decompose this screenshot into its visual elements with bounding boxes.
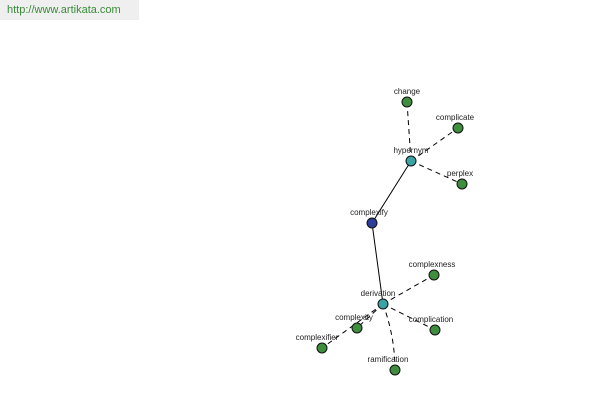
node-complexity-dot[interactable] xyxy=(351,322,363,334)
node-change-dot[interactable] xyxy=(401,96,413,108)
node-derivation-dot[interactable] xyxy=(377,298,389,310)
node-perplex[interactable]: perplex xyxy=(447,169,473,190)
node-complication[interactable]: complication xyxy=(409,315,453,336)
node-complicate-label[interactable]: complicate xyxy=(436,113,475,122)
node-complexify_root-label[interactable]: complexify xyxy=(350,208,388,217)
node-complexness-label[interactable]: complexness xyxy=(409,260,456,269)
edge-complexify_root-hypernym xyxy=(371,160,412,224)
node-change-label[interactable]: change xyxy=(394,87,421,96)
site-url-link[interactable]: http://www.artikata.com xyxy=(0,0,139,20)
edges-layer xyxy=(321,101,463,371)
node-complexify_root-dot[interactable] xyxy=(366,217,378,229)
node-hypernym-label[interactable]: hypernym xyxy=(393,146,428,155)
node-complexify_root[interactable]: complexify xyxy=(350,208,388,229)
node-derivation[interactable]: derivation xyxy=(361,289,396,310)
node-hypernym-dot[interactable] xyxy=(405,155,417,167)
node-complicate-dot[interactable] xyxy=(452,122,464,134)
nodes-layer: complexify hypernym derivation change compli… xyxy=(296,87,475,376)
node-complexifier-dot[interactable] xyxy=(316,342,328,354)
edge-hypernym-complicate xyxy=(410,127,459,162)
node-complexity[interactable]: complexity xyxy=(335,313,373,334)
node-ramification-label[interactable]: ramification xyxy=(368,355,409,364)
edge-derivation-complexity xyxy=(356,303,384,329)
node-change[interactable]: change xyxy=(394,87,421,108)
node-ramification[interactable]: ramification xyxy=(368,355,409,376)
node-complexifier[interactable]: complexifier xyxy=(296,333,339,354)
edge-derivation-complexness xyxy=(382,274,435,305)
node-complication-label[interactable]: complication xyxy=(409,315,453,324)
node-perplex-label[interactable]: perplex xyxy=(447,169,473,178)
node-derivation-label[interactable]: derivation xyxy=(361,289,396,298)
node-ramification-dot[interactable] xyxy=(389,364,401,376)
edge-complexify_root-derivation xyxy=(371,222,384,305)
edge-hypernym-change xyxy=(406,101,412,162)
node-complexity-label[interactable]: complexity xyxy=(335,313,373,322)
node-complicate[interactable]: complicate xyxy=(436,113,475,134)
edge-derivation-complication xyxy=(382,303,436,331)
edge-hypernym-perplex xyxy=(410,160,463,185)
node-perplex-dot[interactable] xyxy=(456,178,468,190)
node-complexness-dot[interactable] xyxy=(428,269,440,281)
node-complication-dot[interactable] xyxy=(429,324,441,336)
node-complexifier-label[interactable]: complexifier xyxy=(296,333,339,342)
node-hypernym[interactable]: hypernym xyxy=(393,146,429,167)
node-complexness[interactable]: complexness xyxy=(409,260,456,281)
